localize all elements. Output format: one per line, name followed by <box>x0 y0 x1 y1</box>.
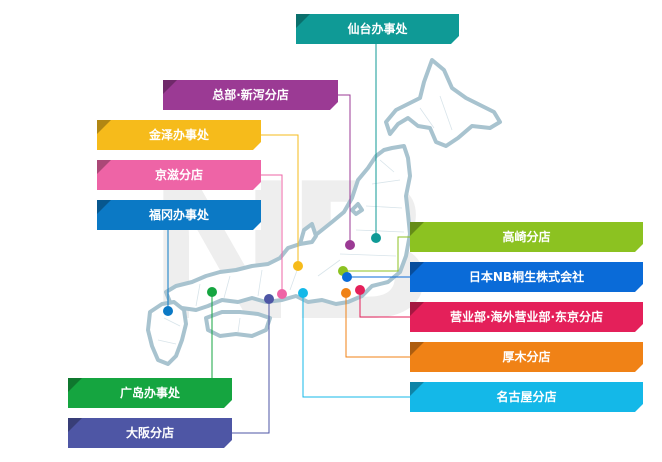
leader-line-sales-tokyo <box>359 290 410 318</box>
office-name: 仙台办事处 <box>347 22 408 36</box>
location-dot-nagoya[interactable] <box>298 288 308 298</box>
office-name: 福冈办事处 <box>148 208 209 222</box>
office-label-kyoshiga[interactable]: 京滋分店 <box>97 160 261 190</box>
corner-accent <box>296 14 310 28</box>
leader-line-osaka <box>232 299 270 434</box>
corner-notch <box>253 142 261 150</box>
corner-accent <box>97 160 111 174</box>
corner-accent <box>97 200 111 214</box>
hokkaido-shape <box>384 58 502 148</box>
leader-line-hq-niigata <box>338 94 351 245</box>
kyushu-shape <box>146 300 188 366</box>
corner-accent <box>410 222 424 236</box>
office-name: 名古屋分店 <box>496 390 557 404</box>
office-label-sendai[interactable]: 仙台办事处 <box>296 14 459 44</box>
office-name: 金泽办事处 <box>148 128 209 142</box>
office-label-fukuoka[interactable]: 福冈办事处 <box>97 200 261 230</box>
corner-notch <box>635 364 643 372</box>
location-dot-hiroshima[interactable] <box>207 287 217 297</box>
office-label-hiroshima[interactable]: 广岛办事处 <box>68 378 232 408</box>
location-dot-atsugi[interactable] <box>341 288 351 298</box>
office-label-sales-tokyo[interactable]: 营业部·海外营业部·东京分店 <box>410 302 643 332</box>
corner-notch <box>224 440 232 448</box>
corner-accent <box>68 378 82 392</box>
noto-shape <box>298 222 318 246</box>
location-dot-kanazawa[interactable] <box>293 261 303 271</box>
location-dot-kyoshiga[interactable] <box>277 289 287 299</box>
office-name: 大阪分店 <box>125 426 174 440</box>
leader-line-kyoshiga <box>261 174 283 294</box>
corner-accent <box>163 80 177 94</box>
office-label-hq-niigata[interactable]: 总部·新泻分店 <box>163 80 338 110</box>
office-label-atsugi[interactable]: 厚木分店 <box>410 342 643 372</box>
office-label-osaka[interactable]: 大阪分店 <box>68 418 232 448</box>
leader-line-nagoya <box>302 293 410 398</box>
honshu-shape <box>164 144 412 312</box>
location-dot-sendai[interactable] <box>371 233 381 243</box>
office-label-nb-kiryu[interactable]: 日本NB桐生株式会社 <box>410 262 643 292</box>
sado-shape <box>350 202 364 216</box>
corner-notch <box>635 404 643 412</box>
office-name: 广岛办事处 <box>119 386 180 400</box>
corner-notch <box>635 244 643 252</box>
corner-accent <box>410 262 424 276</box>
office-name: 高崎分店 <box>502 230 551 244</box>
leader-line-takasaki <box>343 236 410 272</box>
corner-notch <box>451 36 459 44</box>
office-label-takasaki[interactable]: 高崎分店 <box>410 222 643 252</box>
corner-accent <box>97 120 111 134</box>
location-dot-hq-niigata[interactable] <box>345 240 355 250</box>
corner-accent <box>68 418 82 432</box>
office-label-nagoya[interactable]: 名古屋分店 <box>410 382 643 412</box>
location-dot-nb-kiryu[interactable] <box>342 272 352 282</box>
corner-notch <box>253 222 261 230</box>
location-dot-osaka[interactable] <box>264 294 274 304</box>
corner-notch <box>224 400 232 408</box>
office-name: 京滋分店 <box>154 168 203 182</box>
office-label-kanazawa[interactable]: 金泽办事处 <box>97 120 261 150</box>
location-dot-sales-tokyo[interactable] <box>355 285 365 295</box>
corner-accent <box>410 342 424 356</box>
corner-accent <box>410 302 424 316</box>
office-name: 厚木分店 <box>502 350 551 364</box>
shikoku-shape <box>204 310 272 338</box>
corner-notch <box>635 284 643 292</box>
corner-notch <box>330 102 338 110</box>
office-name: 日本NB桐生株式会社 <box>468 270 585 284</box>
leader-line-kanazawa <box>261 134 299 266</box>
corner-notch <box>635 324 643 332</box>
corner-notch <box>253 182 261 190</box>
office-name: 总部·新泻分店 <box>212 88 289 102</box>
location-dot-fukuoka[interactable] <box>163 306 173 316</box>
leader-line-atsugi <box>345 293 410 358</box>
office-name: 营业部·海外营业部·东京分店 <box>449 310 604 324</box>
corner-accent <box>410 382 424 396</box>
